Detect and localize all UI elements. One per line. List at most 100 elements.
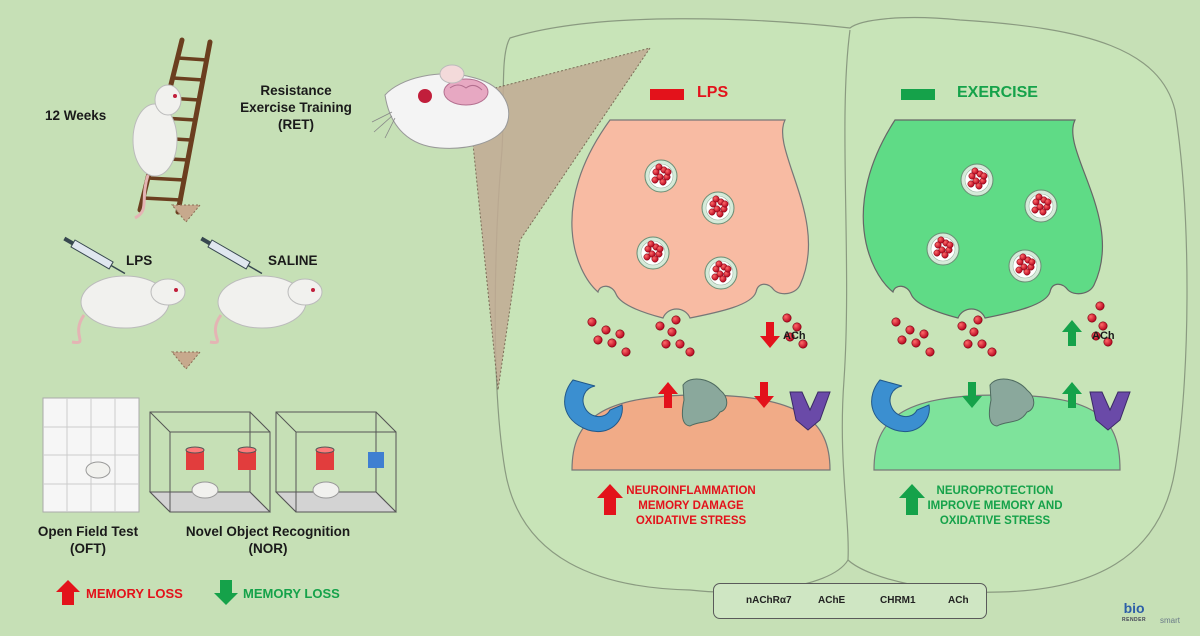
exercise-effects-up-arrow (899, 484, 925, 515)
ach-molecule-icon (925, 347, 935, 357)
ach-molecule-icon (905, 325, 915, 335)
lps-minus-sign (650, 89, 684, 100)
memory-loss-up-label: MEMORY LOSS (86, 586, 183, 601)
lps-title: LPS (697, 84, 729, 101)
ach-molecule-icon (911, 338, 921, 348)
legend: nAChRα7 AChE CHRM1 ACh (713, 583, 987, 619)
ach-molecule-icon (969, 327, 979, 337)
group-saline-label: SALINE (268, 253, 318, 268)
exercise-minus-sign (901, 89, 935, 100)
rat-lps-icon (71, 275, 186, 345)
legend-nachr-a7-label: nAChRα7 (746, 595, 792, 606)
ach-molecule-icon (798, 339, 808, 349)
group-lps-label: LPS (126, 253, 153, 268)
legend-ach-label: ACh (948, 595, 969, 606)
oft-label: Open Field Test (OFT) (37, 524, 139, 556)
exercise-presynaptic-terminal (862, 119, 1104, 319)
ach-molecule-icon (792, 322, 802, 332)
synaptic-vesicle-icon (1008, 249, 1042, 283)
exercise-effects-label: NEUROPROTECTION IMPROVE MEMORY AND OXIDA… (927, 485, 1063, 527)
synaptic-vesicle-icon (704, 256, 738, 290)
lps-effects-label: NEUROINFLAMMATION MEMORY DAMAGE OXIDATIV… (626, 485, 756, 527)
rat-saline-icon (209, 275, 323, 345)
synaptic-vesicle-icon (701, 191, 735, 225)
climbing-rat-icon (132, 84, 182, 220)
exercise-chrm1-up-arrow (1062, 382, 1082, 408)
lps-nachr-a7-receptor-icon (564, 379, 623, 433)
lps-ach-label: ACh (783, 330, 806, 342)
ach-molecule-icon (1095, 301, 1105, 311)
exercise-chrm1-receptor-icon (1089, 391, 1131, 431)
lps-ache-enzyme-icon (681, 378, 728, 427)
lps-chrm1-receptor-icon (789, 391, 831, 431)
ach-molecule-icon (587, 317, 597, 327)
ach-molecule-icon (891, 317, 901, 327)
synaptic-vesicle-icon (926, 232, 960, 266)
exercise-ache-enzyme-icon (988, 378, 1035, 427)
synaptic-vesicle-icon (1024, 189, 1058, 223)
nor-label: Novel Object Recognition (NOR) (185, 524, 351, 556)
ach-molecule-icon (593, 335, 603, 345)
ach-molecule-icon (1087, 313, 1097, 323)
ach-molecule-icon (667, 327, 677, 337)
biorender-logo: bio RENDER (1122, 600, 1147, 623)
ach-molecule-icon (963, 339, 973, 349)
exercise-title: EXERCISE (957, 84, 1038, 101)
nor-box-familiar (148, 411, 272, 513)
lps-effects-up-arrow (597, 484, 623, 515)
duration-label: 12 Weeks (45, 108, 107, 123)
ach-molecule-icon (607, 338, 617, 348)
syringe-saline-icon (200, 236, 263, 275)
ach-molecule-icon (1091, 331, 1101, 341)
lps-vesicles (636, 159, 738, 290)
synaptic-vesicle-icon (644, 159, 678, 193)
ach-molecule-icon (601, 325, 611, 335)
lps-ache-up-arrow (658, 382, 678, 408)
step-arrow-1 (170, 204, 202, 223)
exercise-ache-down-arrow (962, 382, 982, 408)
lps-released-ach (587, 313, 808, 357)
open-field-arena (42, 397, 140, 513)
ach-molecule-icon (1103, 337, 1113, 347)
ach-molecule-icon (615, 329, 625, 339)
syringe-lps-icon (63, 236, 126, 275)
training-label: Resistance Exercise Training (RET) (240, 83, 352, 132)
exercise-nachr-a7-receptor-icon (871, 379, 930, 433)
ach-molecule-icon (1098, 321, 1108, 331)
ach-molecule-icon (655, 321, 665, 331)
ach-molecule-icon (977, 339, 987, 349)
lps-chrm1-down-arrow (754, 382, 774, 408)
legend-ache-label: AChE (818, 595, 846, 606)
ach-molecule-icon (973, 315, 983, 325)
exercise-vesicles (926, 163, 1058, 283)
ach-molecule-icon (897, 335, 907, 345)
ach-molecule-icon (685, 347, 695, 357)
smart-logo: smart (1160, 616, 1180, 625)
memory-loss-up-arrow (56, 580, 80, 605)
legend-chrm1-label: CHRM1 (880, 595, 916, 606)
ach-molecule-icon (675, 339, 685, 349)
lps-ach-down-arrow (760, 322, 780, 348)
exercise-ach-up-arrow (1062, 320, 1082, 346)
synaptic-vesicle-icon (960, 163, 994, 197)
ach-molecule-icon (782, 313, 792, 323)
memory-loss-down-arrow (214, 580, 238, 605)
zoom-wedge (467, 47, 652, 391)
ach-molecule-icon (621, 347, 631, 357)
ach-molecule-icon (785, 332, 795, 342)
exercise-released-ach (891, 301, 1113, 357)
ach-molecule-icon (919, 329, 929, 339)
ach-molecule-icon (671, 315, 681, 325)
ach-molecule-icon (661, 339, 671, 349)
synaptic-vesicle-icon (636, 236, 670, 270)
ach-molecule-icon (957, 321, 967, 331)
brain-midline (841, 29, 851, 561)
mouse-head-icon (371, 64, 510, 149)
nor-box-novel (274, 411, 398, 513)
ach-molecule-icon (987, 347, 997, 357)
memory-loss-down-label: MEMORY LOSS (243, 586, 340, 601)
step-arrow-2 (170, 351, 202, 370)
lps-presynaptic-terminal (571, 119, 810, 319)
